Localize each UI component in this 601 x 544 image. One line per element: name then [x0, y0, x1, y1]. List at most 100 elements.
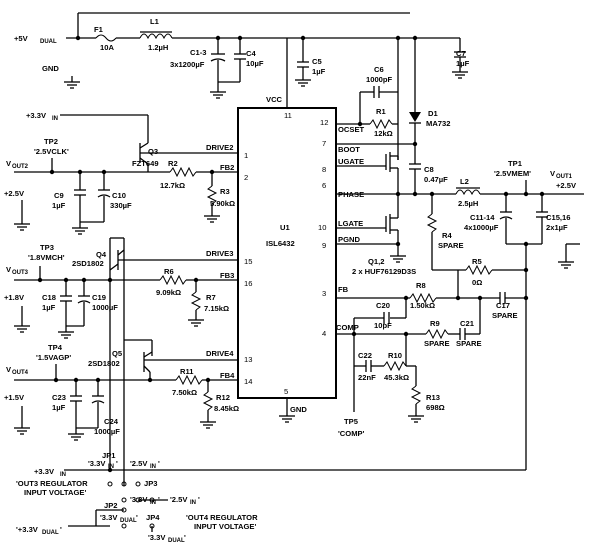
label-pin6: 6 [322, 181, 326, 190]
label-c23: C23 [52, 393, 66, 402]
label-jp3: JP3 [144, 479, 158, 488]
label-tp1: TP1 [508, 159, 523, 168]
label-r8-val: 1.50kΩ [410, 301, 435, 310]
label-vcc: VCC [266, 95, 283, 104]
label-vout3-sub: OUT3 [12, 270, 29, 276]
label-q5: Q5 [112, 349, 123, 358]
label-r3: R3 [220, 187, 230, 196]
label-plus1v5: +1.5V [4, 393, 25, 402]
vout3-regulator [14, 237, 238, 486]
label-q3-val: FZT649 [132, 159, 159, 168]
label-tp3: TP3 [40, 243, 54, 252]
label-vout2-sub: OUT2 [12, 164, 29, 170]
label-jp2: JP2 [104, 501, 118, 510]
vout4-regulator [14, 339, 238, 441]
label-jp2-a-sub: DUAL [120, 518, 137, 524]
label-tp5-val: 'COMP' [338, 429, 365, 438]
label-pin13: 13 [244, 355, 252, 364]
label-jp3-b-end: ' [198, 495, 200, 504]
label-c23-val: 1µF [52, 403, 66, 412]
label-vout4-sub: OUT4 [12, 370, 29, 376]
label-c18-val: 1µF [42, 303, 56, 312]
label-c22: C22 [358, 351, 372, 360]
label-c24: C24 [104, 417, 119, 426]
label-jp3-b: '2.5V [170, 495, 188, 504]
label-c8-val: 0.47µF [424, 175, 448, 184]
label-q1-2-val: 2 x HUF76129D3S [352, 267, 416, 276]
label-jp2-a: '3.3V [100, 513, 118, 522]
label-fb3: FB3 [220, 271, 234, 280]
label-pin15: 15 [244, 257, 252, 266]
label-r7: R7 [206, 293, 216, 302]
label-c4-val: 10µF [246, 59, 264, 68]
label-r11: R11 [180, 367, 194, 376]
label-gnd-pin: GND [290, 405, 307, 414]
label-vout3: V [6, 265, 12, 274]
label-d1-val: MA732 [426, 119, 450, 128]
inductor-l2-symbol [455, 189, 481, 196]
label-r12: R12 [216, 393, 230, 402]
label-plus3v3-dual-end: ' [60, 525, 62, 534]
label-pin5: 5 [284, 387, 288, 396]
label-r2-val: 12.7kΩ [160, 181, 185, 190]
label-c6-val: 1000pF [366, 75, 393, 84]
label-plus1v8: +1.8V [4, 293, 25, 302]
label-l2-val: 2.5µH [458, 199, 478, 208]
label-ocset: OCSET [338, 125, 365, 134]
label-r5: R5 [472, 257, 482, 266]
label-r1: R1 [376, 107, 386, 116]
label-pin12: 12 [320, 118, 328, 127]
vout2-regulator [14, 114, 238, 235]
label-tp4: TP4 [48, 343, 63, 352]
label-c21: C21 [460, 319, 475, 328]
label-plus3v3-in-bottom-sub: IN [60, 472, 66, 478]
label-plus2v5-right: +2.5V [556, 181, 577, 190]
label-r6: R6 [164, 267, 174, 276]
label-c20-val: 10pF [374, 321, 392, 330]
label-plus2v5-left: +2.5V [4, 189, 25, 198]
label-r11-val: 7.50kΩ [172, 388, 197, 397]
u1-chip-body [237, 107, 337, 399]
label-c11-14-val: 4x1000µF [464, 223, 499, 232]
label-c7-val: 1µF [456, 59, 470, 68]
label-pgnd: PGND [338, 235, 360, 244]
label-c9: C9 [54, 191, 64, 200]
label-tp3-val: '1.8VMCH' [28, 253, 65, 262]
label-l2: L2 [460, 177, 469, 186]
label-q3: Q3 [148, 147, 158, 156]
label-jp4-b-sub: DUAL [168, 538, 185, 544]
label-r4: R4 [442, 231, 452, 240]
label-jp3-a-sub: IN [150, 500, 156, 506]
label-jp1: JP1 [102, 451, 116, 460]
label-plus5v-dual-sub: DUAL [40, 39, 57, 45]
label-jp4-b-end: ' [184, 533, 186, 542]
label-c17: C17 [496, 301, 510, 310]
label-pin3: 3 [322, 289, 326, 298]
u1-ground [279, 398, 295, 423]
label-jp3-b-sub: IN [190, 500, 196, 506]
label-out3-reg-2: INPUT VOLTAGE' [24, 488, 86, 497]
label-c5-val: 1µF [312, 67, 326, 76]
inductor-l1-symbol [139, 33, 173, 40]
label-jp2-a-end: ' [136, 513, 138, 522]
label-jp1-b: '2.5V [130, 459, 148, 468]
label-c20: C20 [376, 301, 390, 310]
label-c18: C18 [42, 293, 56, 302]
label-f1: F1 [94, 25, 104, 34]
label-c22-val: 22nF [358, 373, 376, 382]
label-r3-val: 5.90kΩ [210, 199, 235, 208]
label-tp2-val: '2.5VCLK' [34, 147, 69, 156]
label-tp2: TP2 [44, 137, 58, 146]
label-pin14: 14 [244, 377, 252, 386]
label-pin10: 10 [318, 223, 326, 232]
label-out4-reg-1: 'OUT4 REGULATOR [186, 513, 258, 522]
label-pin11: 11 [284, 111, 292, 120]
label-fb2: FB2 [220, 163, 234, 172]
label-pin16: 16 [244, 279, 252, 288]
label-pin2: 2 [244, 173, 248, 182]
label-r9-val: SPARE [424, 339, 450, 348]
fuse-f1-symbol [95, 34, 117, 42]
label-r13: R13 [426, 393, 440, 402]
